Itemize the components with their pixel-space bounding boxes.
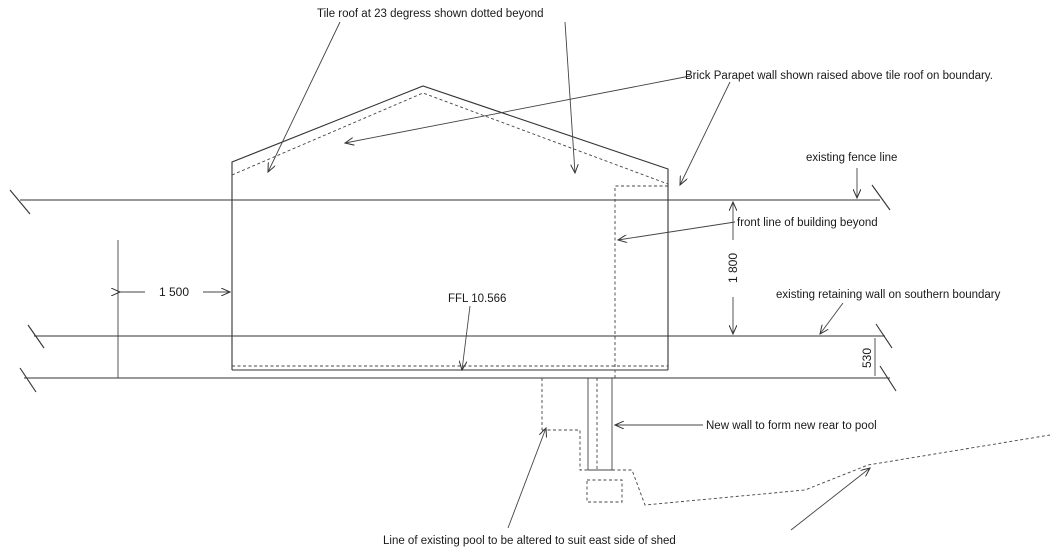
setback-dimension: 1 500 <box>118 240 230 378</box>
step-dimension: 530 <box>860 338 876 376</box>
fence-ground-line <box>9 184 891 215</box>
height-dimension: 1 800 <box>726 202 740 334</box>
parapet-label: Brick Parapet wall shown raised above ti… <box>685 70 993 82</box>
front-line-dotted <box>614 185 668 378</box>
building-outline <box>231 85 669 370</box>
height-dimension-text: 1 800 <box>726 253 740 283</box>
annotation-leaders <box>268 21 870 531</box>
existing-pool-dotted <box>541 378 1051 506</box>
setback-dimension-text: 1 500 <box>159 285 189 299</box>
pool-line-label: Line of existing pool to be altered to s… <box>383 535 676 547</box>
new-wall <box>587 378 613 471</box>
new-wall-label: New wall to form new rear to pool <box>706 420 877 432</box>
tile-roof-dotted <box>231 92 669 185</box>
ffl-label: FFL 10.566 <box>448 293 506 305</box>
front-line-label: front line of building beyond <box>737 217 878 229</box>
retaining-wall-label: existing retaining wall on southern boun… <box>776 289 1001 301</box>
floor-ground-line <box>19 365 897 393</box>
tile-roof-label: Tile roof at 23 degress shown dotted bey… <box>317 8 544 20</box>
retaining-wall-line <box>27 323 893 349</box>
step-dimension-text: 530 <box>860 348 874 368</box>
fence-label: existing fence line <box>806 152 897 164</box>
